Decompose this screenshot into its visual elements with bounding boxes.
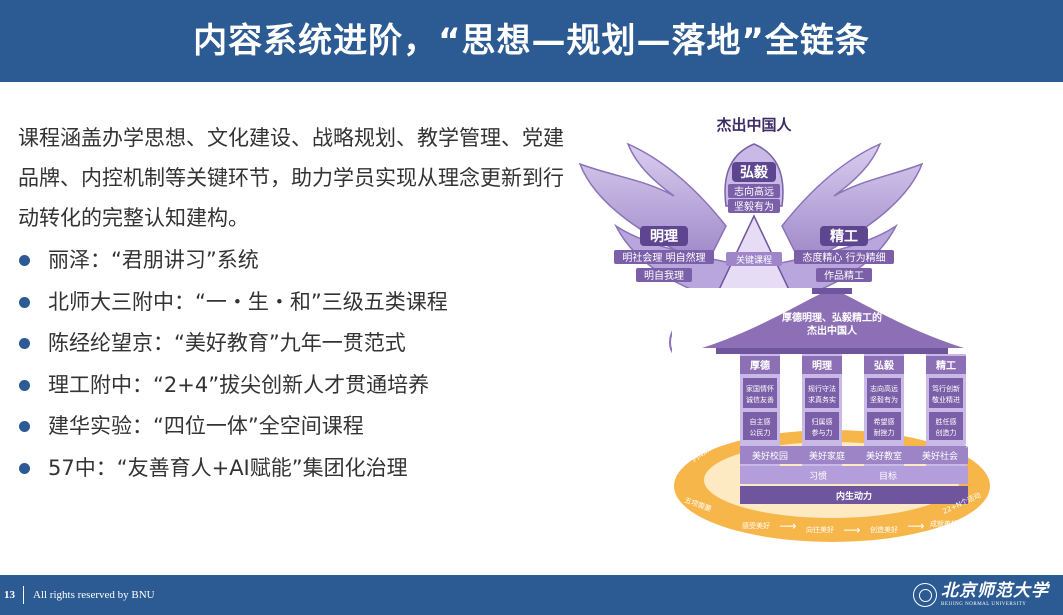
pillar-name: 厚德 <box>750 359 770 372</box>
flow-step: 向往美好 <box>806 525 834 534</box>
beautiful-item: 美好校园 <box>752 450 788 462</box>
left-line-2: 明自我理 <box>644 269 684 282</box>
roof-line-2: 杰出中国人 <box>807 324 858 337</box>
logo-text: 北京师范大学 BEIJING NORMAL UNIVERSITY <box>941 582 1049 608</box>
logo-chinese-name: 北京师范大学 <box>941 581 1049 601</box>
arrow-right-icon: ⟶ <box>779 519 796 533</box>
pillar-trait: 坚毅有为 <box>870 395 898 404</box>
pillar-sense: 参与力 <box>812 428 833 437</box>
pillar-trait: 敬业精进 <box>932 395 960 404</box>
pillar-sense: 公民力 <box>750 428 771 437</box>
right-title: 精工 <box>830 228 858 245</box>
pillar-sense: 归属感 <box>812 417 833 426</box>
base-label: 内生动力 <box>836 490 872 502</box>
pillar-trait: 求真务实 <box>808 395 836 404</box>
beautiful-item: 美好教室 <box>866 450 902 462</box>
house-beam <box>716 348 948 354</box>
bullet-item: 理工附中：“2+4”拔尖创新人才贯通培养 <box>18 365 578 407</box>
bullet-dot-icon <box>19 421 30 432</box>
bullet-dot-icon <box>19 379 30 391</box>
pillar-trait: 笃行创新 <box>932 384 960 393</box>
left-line-box-1 <box>614 250 714 264</box>
center-line-1: 志向高远 <box>734 185 774 198</box>
mid-label: 关键课程 <box>736 254 772 266</box>
page-number: 13 <box>4 589 15 601</box>
bullet-dot-icon <box>19 296 30 308</box>
pillar-trait: 诚信友善 <box>746 395 774 404</box>
right-line-2: 作品精工 <box>824 269 864 282</box>
pillar-sense: 自主感 <box>750 417 771 426</box>
intro-paragraph: 课程涵盖办学思想、文化建设、战略规划、教学管理、党建品牌、内控机制等关键环节，助… <box>18 126 564 230</box>
bullet-item: 陈经纶望京：“美好教育”九年一贯范式 <box>18 323 578 365</box>
flow-step: 创造美好 <box>870 525 898 534</box>
habits-row <box>740 466 968 484</box>
center-title-box <box>732 162 776 182</box>
bullet-list: 丽泽：“君朋讲习”系统 北师大三附中：“一・生・和”三级五类课程 陈经纶望京：“… <box>18 240 578 489</box>
pillar-sense: 希望感 <box>874 417 895 426</box>
pillar-sense: 创造力 <box>936 428 957 437</box>
pillar-name: 明理 <box>812 360 832 372</box>
left-line-1: 明社会理 明自然理 <box>622 251 705 264</box>
flow-step: 成就美好 <box>930 519 958 528</box>
house-roof <box>702 292 964 348</box>
pillar-sense: 耐挫力 <box>874 428 895 437</box>
bullet-dot-icon <box>19 255 30 266</box>
base-row <box>740 486 968 504</box>
flow-step: 感受美好 <box>742 521 770 530</box>
roof-ridge <box>812 288 852 294</box>
right-line-1: 态度精心 行为精细 <box>802 251 885 264</box>
logo-english-name: BEIJING NORMAL UNIVERSITY <box>941 602 1027 607</box>
right-title-box <box>820 226 868 246</box>
pillar-name: 弘毅 <box>874 359 895 372</box>
roof-line-1: 厚德明理、弘毅精工的 <box>782 311 882 324</box>
bullet-item: 建华实验：“四位一体”全空间课程 <box>18 406 578 448</box>
university-logo: 北京师范大学 BEIJING NORMAL UNIVERSITY <box>913 580 1049 610</box>
beautiful-row <box>740 446 968 464</box>
wing-diagram: 杰出中国人 弘毅 志向高远 坚毅有为 明理 明社会理 明自然理 明自我理 精工 … <box>578 116 924 356</box>
pillar-name: 精工 <box>936 359 956 372</box>
pillar-trait: 规行守法 <box>808 384 836 393</box>
right-line-box-1 <box>794 250 894 264</box>
bullet-item: 北师大三附中：“一・生・和”三级五类课程 <box>18 282 578 324</box>
mid-label-box <box>726 252 782 266</box>
bullet-item: 57中：“友善育人+AI赋能”集团化治理 <box>18 448 578 490</box>
right-line-box-2 <box>816 268 872 282</box>
beautiful-item: 美好社会 <box>922 450 958 462</box>
copyright-text: All rights reserved by BNU <box>33 589 155 601</box>
habits-item: 目标 <box>879 470 897 482</box>
left-title-box <box>640 226 688 246</box>
house-diagram: 厚德明理、弘毅精工的 杰出中国人 厚德 家国情怀 诚信友善 自主感 公民力 明理… <box>672 288 992 550</box>
center-line-box-2 <box>728 199 780 213</box>
center-line-box-1 <box>728 184 780 198</box>
wing-top-label: 杰出中国人 <box>716 116 792 134</box>
arrow-right-icon: ⟶ <box>843 523 860 537</box>
left-wing-shape <box>578 142 727 268</box>
pillar-trait: 志向高远 <box>870 384 898 393</box>
content-area: 课程涵盖办学思想、文化建设、战略规划、教学管理、党建品牌、内控机制等关键环节，助… <box>18 118 578 489</box>
bullet-item: 丽泽：“君朋讲习”系统 <box>18 240 578 282</box>
left-line-box-2 <box>636 268 692 282</box>
center-title: 弘毅 <box>740 164 769 181</box>
title-bar: 内容系统进阶，“思想—规划—落地”全链条 <box>0 0 1063 82</box>
arrow-right-icon: ⟶ <box>907 519 924 533</box>
bullet-dot-icon <box>19 462 30 474</box>
habits-item: 习惯 <box>809 470 827 482</box>
pillar-sense: 胜任感 <box>936 417 957 426</box>
right-wing-shape <box>781 142 924 268</box>
footer-bar: 13 All rights reserved by BNU 北京师范大学 BEI… <box>0 575 1063 615</box>
left-title: 明理 <box>650 229 678 245</box>
university-seal-icon <box>913 583 937 607</box>
center-line-2: 坚毅有为 <box>734 200 774 213</box>
bullet-dot-icon <box>19 338 30 349</box>
slide-title: 内容系统进阶，“思想—规划—落地”全链条 <box>193 21 870 61</box>
pillar-trait: 家国情怀 <box>746 384 774 393</box>
beautiful-item: 美好家庭 <box>809 450 845 462</box>
footer-divider <box>23 586 24 604</box>
